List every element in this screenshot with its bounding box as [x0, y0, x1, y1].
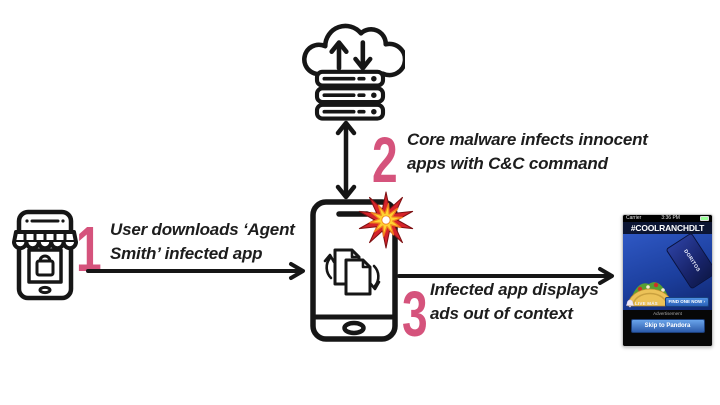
- step-2-caption-line1: Core malware infects innocent: [407, 130, 648, 149]
- ad-footer: Advertisement Skip to Pandora: [623, 310, 712, 346]
- taco-bell-logo: LIVE MÁS: [626, 299, 658, 308]
- advertisement-label: Advertisement: [653, 311, 682, 316]
- skip-to-pandora-button[interactable]: Skip to Pandora: [630, 319, 705, 333]
- malware-burst-icon: [358, 191, 414, 249]
- carrier-label: Carrier: [626, 215, 642, 221]
- step-3-caption-line2: ads out of context: [430, 304, 573, 323]
- cloud-server-icon: [302, 23, 405, 121]
- brand-tagline: LIVE MÁS: [635, 301, 658, 306]
- find-one-now-button[interactable]: FIND ONE NOW ›: [664, 297, 709, 307]
- ad-creative: DORITOS LIVE MÁS FIND ONE NOW ›: [623, 234, 712, 310]
- battery-icon: [700, 216, 709, 221]
- bag-label: DORITOS: [682, 248, 701, 274]
- step-2-number: 2: [372, 124, 398, 196]
- bell-icon: [626, 299, 634, 308]
- step-1-arrow: [86, 262, 305, 280]
- step-3-caption: Infected app displays ads out of context: [430, 278, 599, 326]
- ad-screenshot: Carrier 3:36 PM #COOLRANCHDLT DORITOS: [622, 214, 713, 347]
- server-stack-icon: [314, 69, 386, 121]
- step-3-caption-line1: Infected app displays: [430, 280, 599, 299]
- step-2-caption: Core malware infects innocent apps with …: [407, 128, 648, 176]
- app-store-icon: [12, 209, 78, 301]
- step-2-caption-line2: apps with C&C command: [407, 154, 608, 173]
- replicating-files-icon: [323, 248, 381, 296]
- step-1-caption-line2: Smith’ infected app: [110, 244, 263, 263]
- ad-headline: #COOLRANCHDLT: [623, 222, 712, 234]
- taco-image: [627, 282, 673, 307]
- step-1-caption-line1: User downloads ‘Agent: [110, 220, 295, 239]
- home-button: [342, 320, 366, 336]
- step-1-caption: User downloads ‘Agent Smith’ infected ap…: [110, 218, 295, 266]
- clock-label: 3:36 PM: [661, 215, 680, 221]
- cc-command-double-arrow: [335, 120, 357, 200]
- step-3-number: 3: [402, 278, 428, 350]
- ad-status-bar: Carrier 3:36 PM: [623, 215, 712, 222]
- step-3-arrow: [397, 267, 614, 285]
